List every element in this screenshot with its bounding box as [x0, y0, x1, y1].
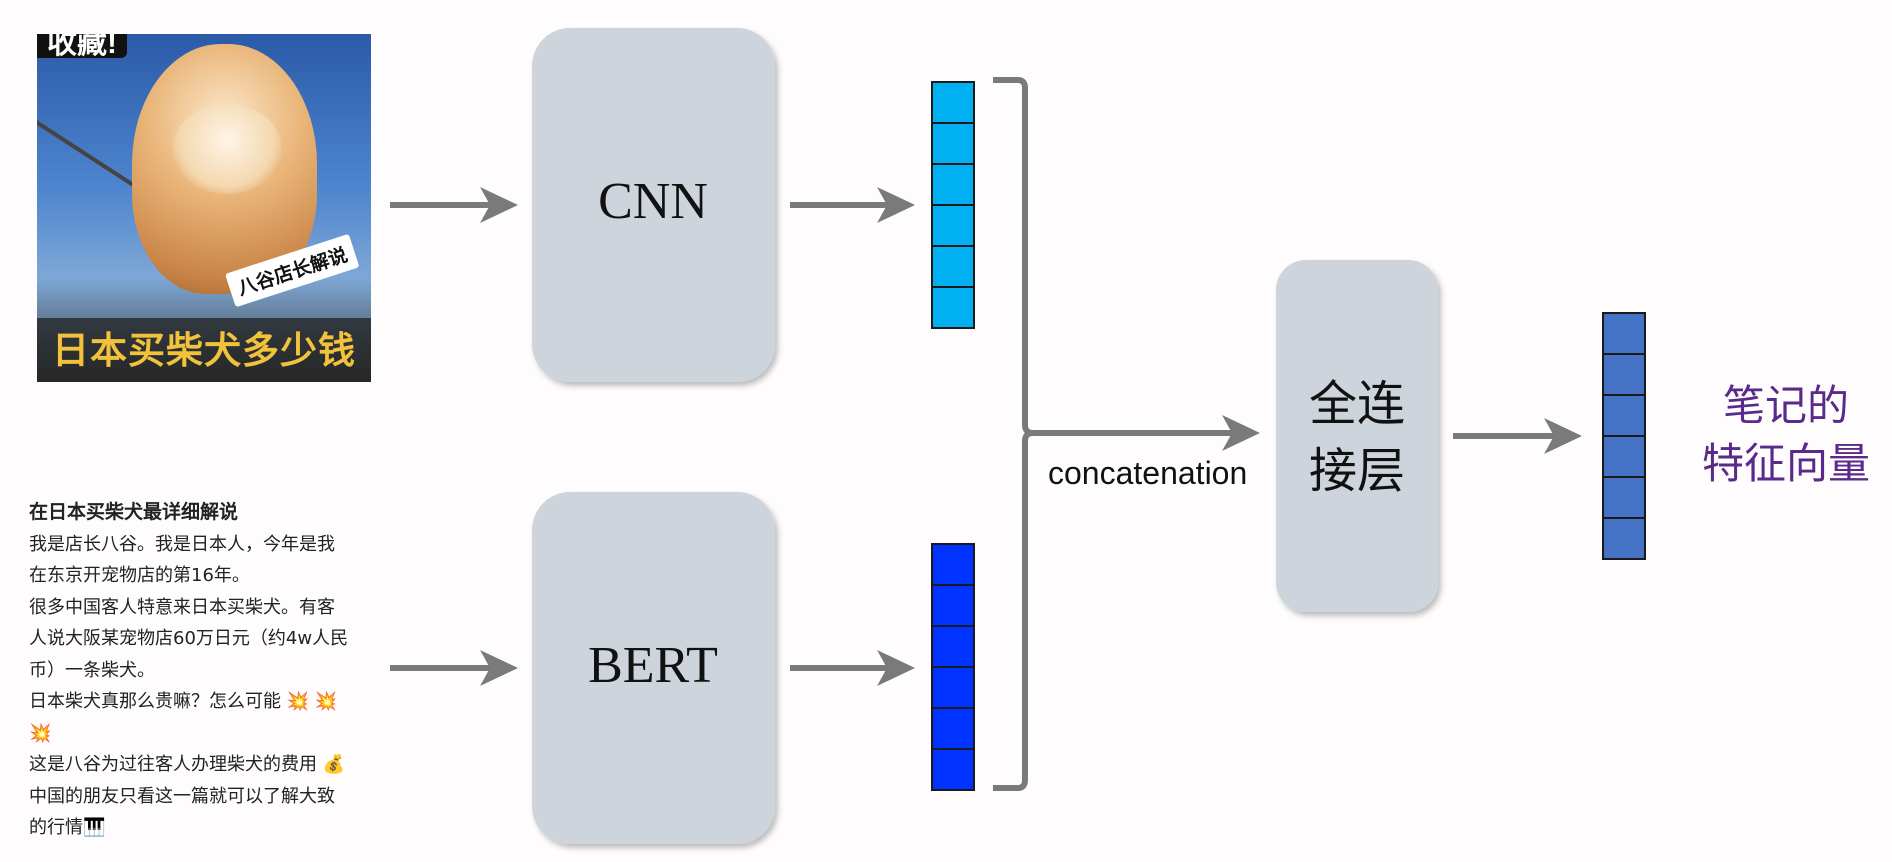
vector-cell	[931, 81, 975, 124]
vector-cell	[931, 543, 975, 586]
image-caption: 日本买柴犬多少钱	[52, 330, 356, 371]
post-line: 💥	[29, 722, 52, 744]
post-line: 我是店长八谷。我是日本人，今年是我	[29, 533, 335, 555]
vector-cell	[1602, 312, 1646, 355]
vector-cell	[1602, 435, 1646, 478]
vector-cell	[931, 584, 975, 627]
output-label-line1: 笔记的	[1723, 381, 1849, 430]
arrow-image-to-cnn	[390, 187, 518, 223]
vector-cell	[931, 748, 975, 791]
vector-cell	[1602, 476, 1646, 519]
vector-cell	[931, 204, 975, 247]
arrow-bert-to-vector	[790, 650, 915, 686]
vector-cell	[931, 163, 975, 206]
cnn-label: CNN	[598, 173, 708, 230]
post-line: 币）一条柴犬。	[29, 659, 155, 681]
caption-banner	[37, 318, 371, 382]
bert-box	[532, 492, 775, 844]
bert-label: BERT	[588, 637, 718, 694]
arrow-cnn-to-vector	[790, 187, 915, 223]
vector-cell	[931, 666, 975, 709]
vector-cell	[931, 707, 975, 750]
fc-label-line1: 全连	[1309, 376, 1405, 432]
post-text-block: 在日本买柴犬最详细解说 我是店长八谷。我是日本人，今年是我 在东京开宠物店的第1…	[29, 497, 381, 844]
post-line: 人说大阪某宠物店60万日元（约4w人民	[29, 628, 349, 649]
vector-cell	[931, 245, 975, 288]
arrow-fc-to-output	[1453, 418, 1582, 454]
post-line: 很多中国客人特意来日本买柴犬。有客	[29, 596, 335, 618]
image-top-tag: 收藏!	[37, 34, 127, 60]
note-feature-vector	[1602, 312, 1646, 560]
post-title: 在日本买柴犬最详细解说	[29, 501, 239, 523]
text-feature-vector	[931, 543, 975, 791]
post-line: 的行情🎹	[29, 817, 106, 838]
image-feature-vector	[931, 81, 975, 329]
cnn-box	[532, 28, 775, 382]
post-line: 这是八谷为过往客人办理柴犬的费用 💰	[29, 754, 346, 775]
post-line: 日本柴犬真那么贵嘛？怎么可能 💥 💥	[29, 691, 338, 712]
post-cover-image: 收藏! 八谷店长解说 日本买柴犬多少钱	[37, 34, 371, 382]
vector-cell	[931, 122, 975, 165]
fully-connected-box	[1276, 260, 1438, 612]
arrow-text-to-bert	[390, 650, 518, 686]
post-line: 中国的朋友只看这一篇就可以了解大致	[29, 785, 335, 807]
post-line: 在东京开宠物店的第16年。	[29, 565, 250, 586]
fc-label-line2: 接层	[1309, 443, 1405, 499]
dog-face	[172, 104, 282, 194]
vector-cell	[931, 625, 975, 668]
concatenation-brace	[993, 77, 1034, 791]
vector-cell	[1602, 394, 1646, 437]
output-label-line2: 特征向量	[1702, 439, 1870, 488]
vector-cell	[931, 286, 975, 329]
concatenation-label: concatenation	[1048, 455, 1247, 491]
vector-cell	[1602, 353, 1646, 396]
arrow-concat-to-fc	[1028, 415, 1260, 451]
vector-cell	[1602, 517, 1646, 560]
